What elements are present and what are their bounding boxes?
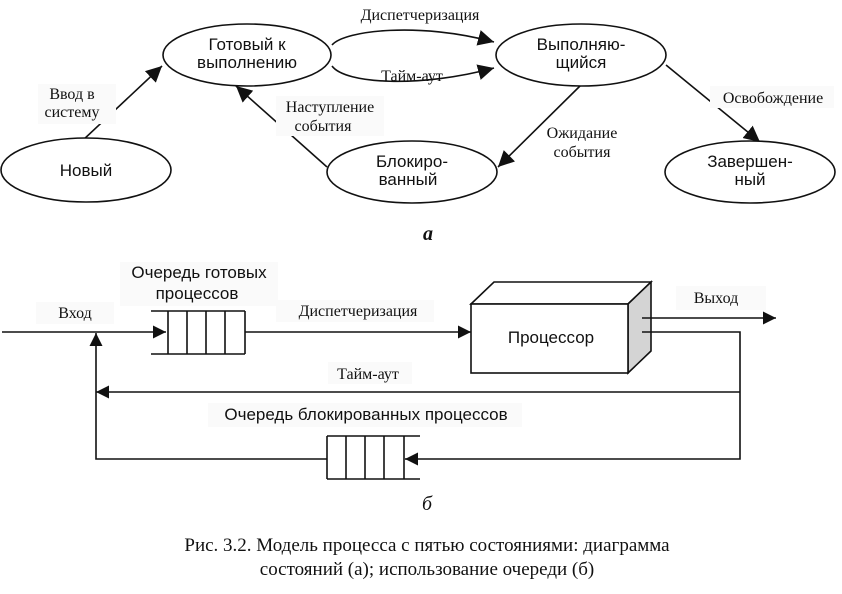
state-new: Новый xyxy=(0,137,172,203)
figure-caption-line-2: состояний (а); использование очереди (б) xyxy=(260,559,594,580)
label-event-occurs-1: Наступление xyxy=(286,99,374,116)
processor-box: Процессор xyxy=(469,280,653,375)
edge-timeout xyxy=(331,64,495,83)
edge-dispatch xyxy=(331,29,495,46)
state-ready-label-2: выполнению xyxy=(197,53,297,72)
state-running-label-2: щийся xyxy=(556,53,607,72)
dispatch-label: Диспетчеризация xyxy=(299,303,418,320)
state-running: Выполняю- щийся xyxy=(495,23,667,87)
label-event-wait-2: события xyxy=(554,144,612,161)
state-blocked: Блокиро- ванный xyxy=(326,140,498,204)
label-event-wait-1: Ожидание xyxy=(547,125,618,142)
state-diagram: Ввод в систему Диспетчеризация Тайм-аут … xyxy=(0,7,836,245)
label-timeout: Тайм-аут xyxy=(381,68,443,85)
processor-label: Процессор xyxy=(508,328,594,347)
state-exit-label-1: Завершен- xyxy=(707,152,793,171)
label-release: Освобождение xyxy=(723,90,823,107)
label-dispatch: Диспетчеризация xyxy=(361,7,480,24)
timeout-label: Тайм-аут xyxy=(337,366,399,383)
blocked-queue xyxy=(326,435,420,480)
label-admit-1: Ввод в xyxy=(49,86,95,103)
state-ready-label-1: Готовый к xyxy=(208,35,286,54)
subfigure-label-b: б xyxy=(422,493,433,515)
state-blocked-label-2: ванный xyxy=(379,170,438,189)
return-loop-line xyxy=(418,331,741,460)
state-running-label-1: Выполняю- xyxy=(537,35,626,54)
label-admit-2: систему xyxy=(45,104,100,121)
queue-diagram: Очередь готовых процессов Вход Диспетчер… xyxy=(2,262,776,515)
edge-event-wait xyxy=(497,85,581,168)
state-blocked-label-1: Блокиро- xyxy=(376,152,448,171)
edge-admit xyxy=(81,65,163,142)
state-exit-label-2: ный xyxy=(734,170,765,189)
blocked-return-line xyxy=(95,344,327,460)
state-exit: Завершен- ный xyxy=(664,140,836,204)
blocked-queue-label: Очередь блокированных процессов xyxy=(224,405,507,424)
state-ready: Готовый к выполнению xyxy=(162,23,332,87)
input-label: Вход xyxy=(58,305,92,322)
ready-queue xyxy=(151,310,246,355)
subfigure-label-a: a xyxy=(423,223,433,245)
figure-caption-line-1: Рис. 3.2. Модель процесса с пятью состоя… xyxy=(184,535,670,556)
output-label: Выход xyxy=(694,290,739,307)
label-event-occurs-2: события xyxy=(295,118,353,135)
state-new-label: Новый xyxy=(60,161,112,180)
ready-queue-label-2: процессов xyxy=(156,284,239,303)
ready-queue-label-1: Очередь готовых xyxy=(131,263,267,282)
